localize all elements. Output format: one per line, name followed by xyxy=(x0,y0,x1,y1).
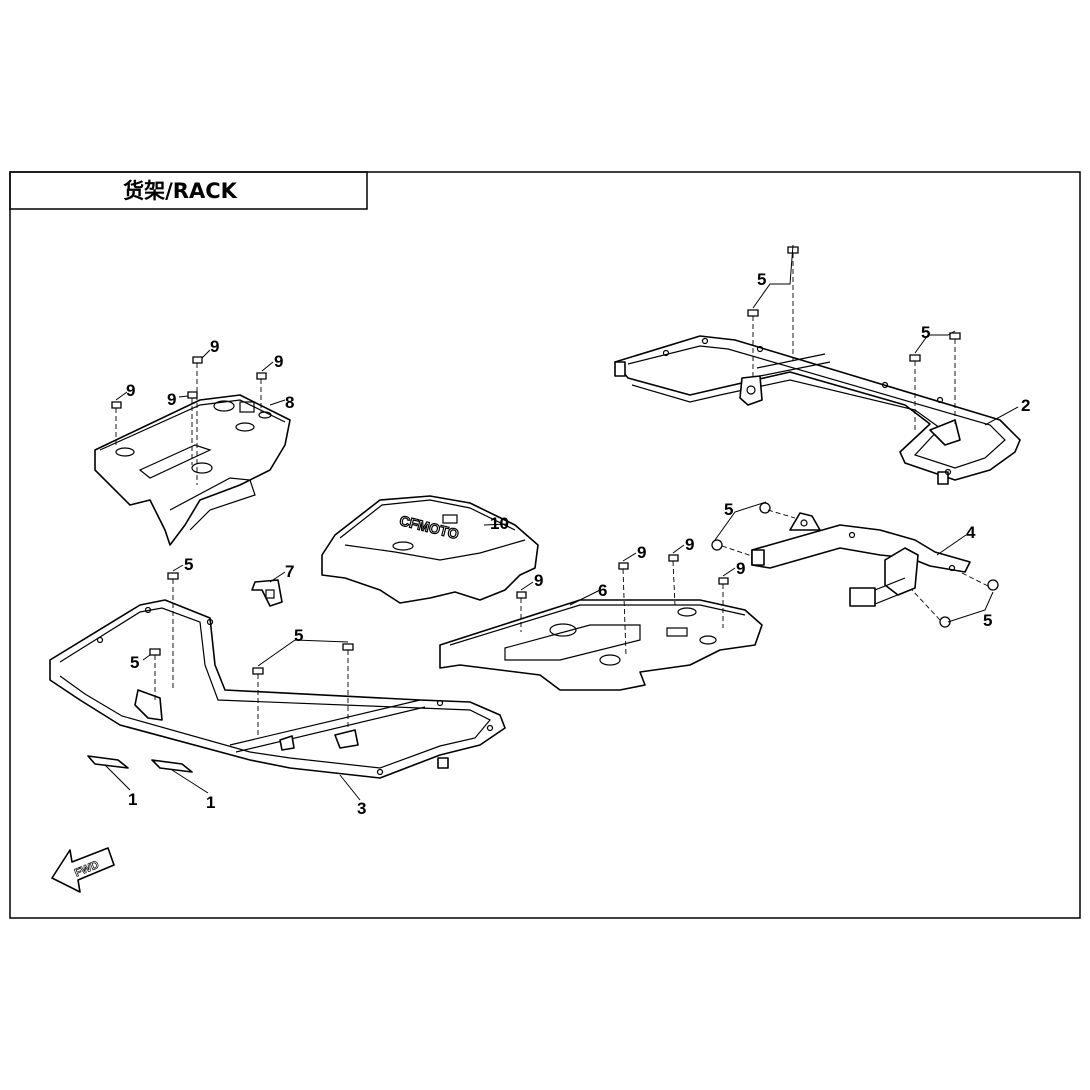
callout-3: 3 xyxy=(357,799,366,818)
bolt-5 xyxy=(911,589,951,628)
callout-5: 5 xyxy=(724,500,733,519)
callout-1: 1 xyxy=(128,790,137,809)
part-1-pad-right xyxy=(151,759,193,773)
callout-7: 7 xyxy=(285,562,294,581)
fasteners xyxy=(111,246,999,735)
callout-5: 5 xyxy=(757,270,766,289)
callout-6: 6 xyxy=(598,581,607,600)
callout-9: 9 xyxy=(736,559,745,578)
bolt-5 xyxy=(787,246,799,360)
callout-4: 4 xyxy=(966,523,976,542)
bolt-9 xyxy=(618,562,629,656)
bolt-5 xyxy=(759,502,796,519)
callout-9: 9 xyxy=(685,535,694,554)
diagram-border xyxy=(9,171,1081,919)
fwd-arrow-icon: FWD xyxy=(51,847,115,893)
bolt-9 xyxy=(718,577,729,628)
callout-5: 5 xyxy=(130,653,139,672)
callout-9: 9 xyxy=(126,381,135,400)
title-box xyxy=(9,171,368,210)
bolt-5 xyxy=(252,667,264,735)
callout-5: 5 xyxy=(921,323,930,342)
part-1-pad-left xyxy=(87,755,129,769)
bolt-5 xyxy=(747,309,759,380)
callout-1: 1 xyxy=(206,793,215,812)
callout-9: 9 xyxy=(167,390,176,409)
part-7-clip xyxy=(251,579,283,607)
part-8-front-cover xyxy=(94,394,291,546)
leader-lines xyxy=(104,244,1019,801)
part-10-center-cover: CFMOTO xyxy=(321,495,539,604)
part-2-rear-rack xyxy=(614,335,1021,485)
bolt-5 xyxy=(342,643,354,730)
callout-9: 9 xyxy=(534,571,543,590)
bolt-5 xyxy=(949,332,961,425)
bolt-5 xyxy=(711,539,753,557)
bolt-9 xyxy=(192,356,203,485)
callout-8: 8 xyxy=(285,393,294,412)
part-4-rack-bracket xyxy=(751,512,971,607)
bolt-9 xyxy=(516,591,527,632)
callout-9: 9 xyxy=(637,543,646,562)
callout-9: 9 xyxy=(274,352,283,371)
part-6-rear-plate xyxy=(439,599,763,691)
bolt-5 xyxy=(149,648,161,700)
bolt-9 xyxy=(668,554,679,606)
callout-9: 9 xyxy=(210,337,219,356)
callout-5: 5 xyxy=(184,555,193,574)
bolt-5 xyxy=(959,571,999,591)
callout-2: 2 xyxy=(1021,396,1030,415)
bolt-5 xyxy=(167,572,179,690)
bolt-5 xyxy=(909,354,921,430)
bolt-9 xyxy=(256,372,267,413)
callout-10: 10 xyxy=(490,514,509,533)
part-3-front-rack xyxy=(49,599,506,779)
callout-5: 5 xyxy=(294,626,303,645)
callout-5: 5 xyxy=(983,611,992,630)
page-title: 货架/RACK xyxy=(123,179,238,203)
bolt-9 xyxy=(111,401,122,448)
callout-labels: 5 5 2 4 5 5 9 9 9 9 8 10 9 9 9 9 6 7 5 5… xyxy=(126,270,1030,818)
